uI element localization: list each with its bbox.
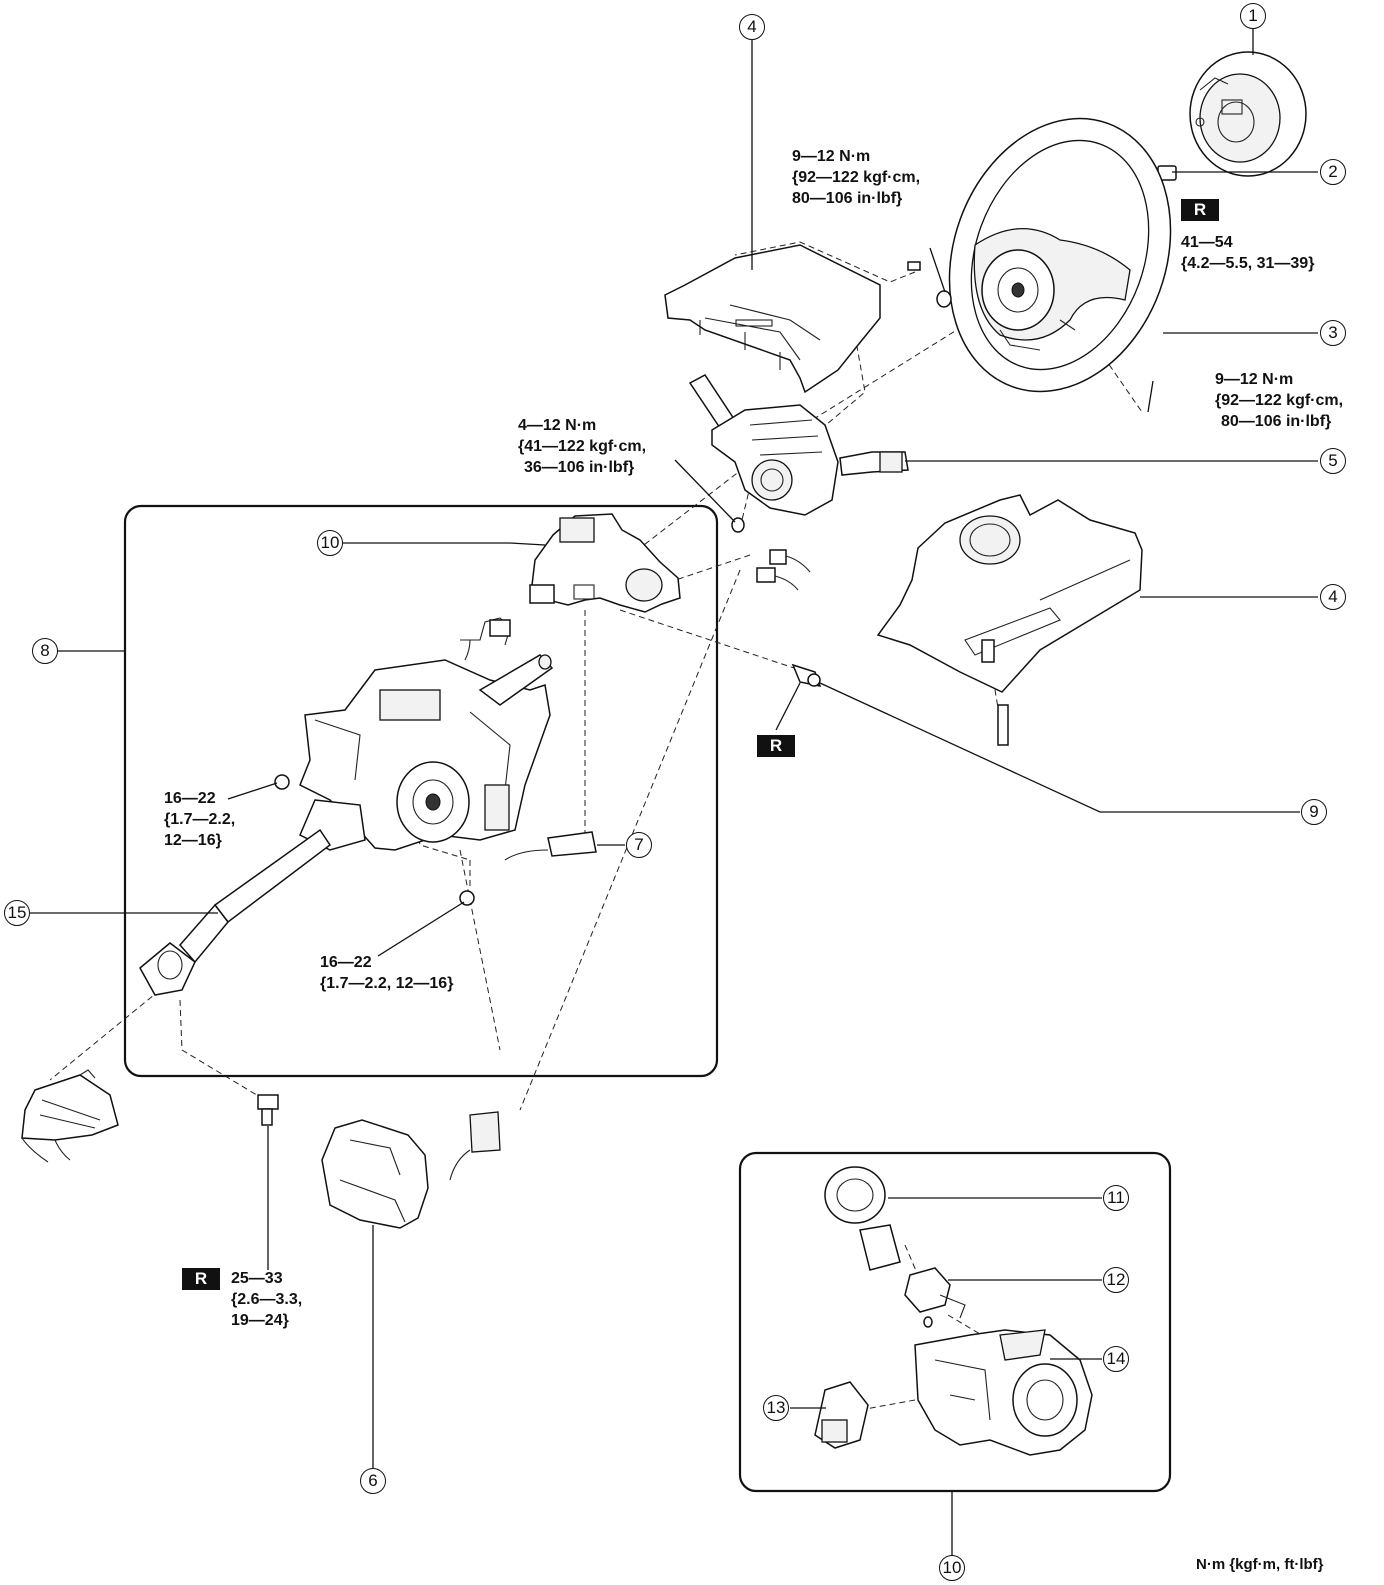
torque-line: {92—122 kgf·cm, <box>792 169 921 186</box>
ignition-coil-ring <box>824 1166 901 1271</box>
torque-column-left: 16—22 {1.7—2.2, 12—16} <box>164 788 235 851</box>
torque-line: 80—106 in·lbf} <box>792 190 903 207</box>
callout-12: 12 <box>1103 1267 1129 1293</box>
torque-line: 16—22 <box>164 790 216 807</box>
steering-column <box>139 617 554 996</box>
cover-screw <box>907 261 952 308</box>
steering-wheel <box>948 117 1172 393</box>
ignition-switch-group-frame <box>738 1151 1172 1493</box>
callout-11: 11 <box>1103 1185 1129 1211</box>
steering-lock-body <box>914 1316 1093 1456</box>
ignition-key-cylinder <box>814 1381 869 1449</box>
torque-line: {2.6—3.3, <box>231 1291 303 1308</box>
torque-joint-bolt: 25—33 {2.6—3.3, 19—24} <box>231 1268 302 1331</box>
replace-badge-column-bolt: R <box>757 735 795 757</box>
callout-14: 14 <box>1103 1346 1129 1372</box>
callout-6: 6 <box>360 1468 386 1494</box>
torque-line: 80—106 in·lbf} <box>1221 413 1332 430</box>
airbag-module <box>1189 51 1307 177</box>
lower-column-cover <box>876 494 1143 746</box>
torque-line: 9—12 N·m <box>1215 371 1294 388</box>
replace-badge-joint-bolt: R <box>182 1268 220 1290</box>
torque-wheel-lower: 9—12 N·m {92—122 kgf·cm, 80—106 in·lbf} <box>1215 369 1343 432</box>
upper-column-cover <box>664 244 881 394</box>
units-note: N·m {kgf·m, ft·lbf} <box>1196 1556 1324 1573</box>
torque-line: 4—12 N·m <box>518 417 597 434</box>
steering-column-group-frame <box>123 504 719 1078</box>
callout-4-lower: 4 <box>1320 584 1346 610</box>
torque-line: {1.7—2.2, 12—16} <box>320 975 454 992</box>
torque-line: 16—22 <box>320 954 372 971</box>
torque-line: 25—33 <box>231 1270 283 1287</box>
torque-line: 9—12 N·m <box>792 148 871 165</box>
callout-1: 1 <box>1240 3 1266 29</box>
callout-3: 3 <box>1320 320 1346 346</box>
column-boot <box>21 1069 119 1163</box>
torque-line: {1.7—2.2, <box>164 811 236 828</box>
torque-line: 12—16} <box>164 832 222 849</box>
callout-13: 13 <box>763 1395 789 1421</box>
callout-7: 7 <box>626 832 652 858</box>
callout-10-upper: 10 <box>317 530 343 556</box>
column-lower-bracket <box>321 1111 501 1229</box>
combination-switch <box>688 374 909 533</box>
torque-line: 41—54 <box>1181 234 1233 251</box>
torque-line: {4.2—5.5, 31—39} <box>1181 255 1315 272</box>
leader-lines <box>30 27 1318 1566</box>
steering-lock-housing <box>529 513 681 613</box>
torque-wheel-bolt: 41—54 {4.2—5.5, 31—39} <box>1181 232 1314 274</box>
torque-line: {41—122 kgf·cm, <box>518 438 647 455</box>
callout-15: 15 <box>4 900 30 926</box>
callout-8: 8 <box>32 638 58 664</box>
switch-connectors <box>756 549 811 591</box>
torque-line: 36—106 in·lbf} <box>524 459 635 476</box>
key-interlock-switch <box>904 1267 966 1319</box>
callout-2: 2 <box>1320 159 1346 185</box>
callout-9: 9 <box>1301 799 1327 825</box>
torque-cover-screw: 9—12 N·m {92—122 kgf·cm, 80—106 in·lbf} <box>792 146 920 209</box>
torque-switch-screw: 4—12 N·m {41—122 kgf·cm, 36—106 in·lbf} <box>518 415 646 478</box>
column-bolt <box>791 663 822 687</box>
steering-sensor-connector <box>504 831 597 861</box>
callout-4-upper: 4 <box>739 14 765 40</box>
torque-column-bottom: 16—22 {1.7—2.2, 12—16} <box>320 952 453 994</box>
replace-badge-wheel-bolt: R <box>1181 199 1219 221</box>
torque-line: 19—24} <box>231 1312 289 1329</box>
callout-5: 5 <box>1320 448 1346 474</box>
torque-line: {92—122 kgf·cm, <box>1215 392 1344 409</box>
joint-bolt <box>257 1094 279 1126</box>
callout-10-lower: 10 <box>939 1555 965 1581</box>
